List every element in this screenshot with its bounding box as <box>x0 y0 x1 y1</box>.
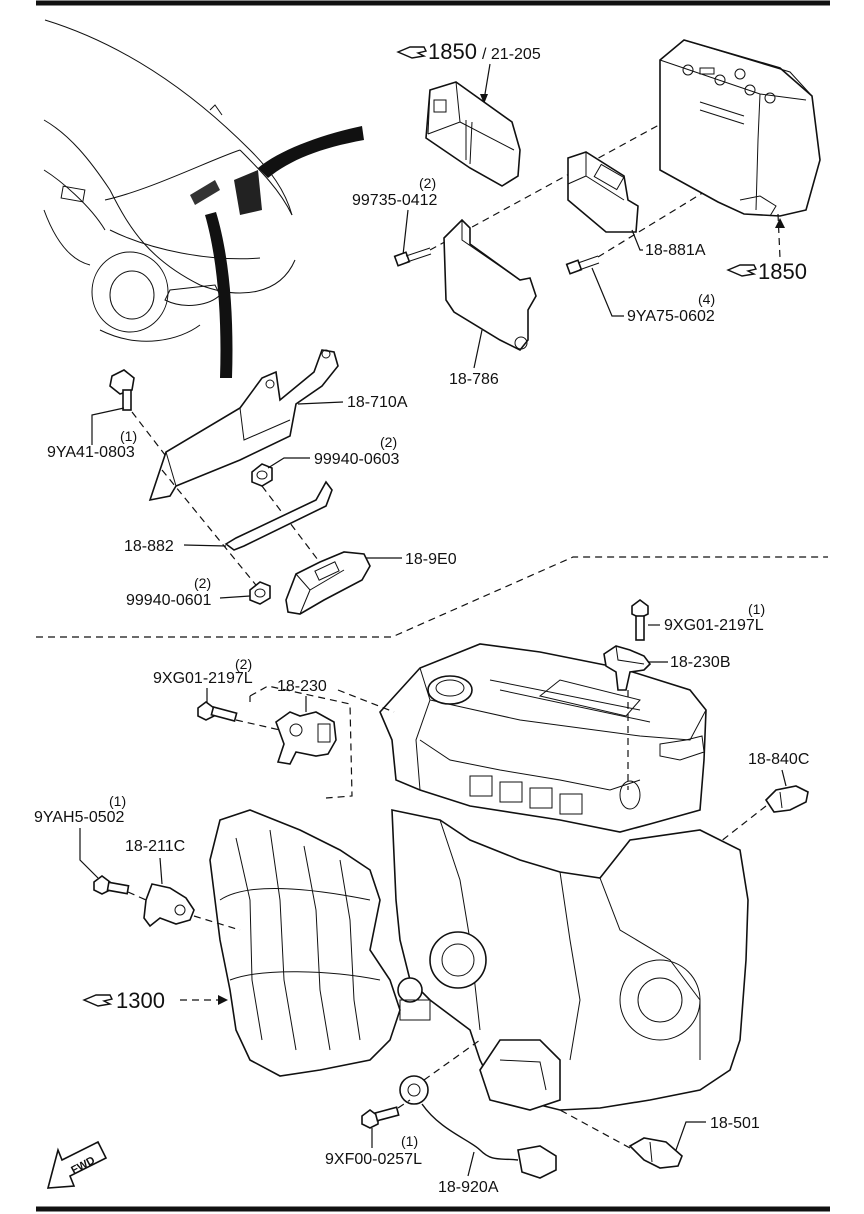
ref-1850-right[interactable]: 1850 <box>726 259 807 284</box>
fwd-arrow: FWD <box>46 1140 108 1189</box>
ref-1850-right-text: 1850 <box>758 259 807 284</box>
sensor-18-9E0 <box>285 551 371 615</box>
label-9YA75-0602: 9YA75-0602 <box>627 308 715 325</box>
label-18-710A: 18-710A <box>347 394 408 411</box>
vehicle-illustration <box>43 19 296 342</box>
ecu-bracket-18-786 <box>443 218 537 352</box>
label-9XG01-2197L-right: 9XG01-2197L <box>664 617 764 634</box>
label-18-786: 18-786 <box>449 371 499 388</box>
sensor-18-211C <box>143 883 195 928</box>
sensor-18-501 <box>628 1137 683 1169</box>
label-18-882: 18-882 <box>124 538 174 555</box>
bolt-9XF00 <box>361 1106 400 1129</box>
label-18-230: 18-230 <box>277 678 327 695</box>
callout-arrow-lower <box>205 212 233 378</box>
label-18-501: 18-501 <box>710 1115 760 1132</box>
label-18-211C: 18-211C <box>125 838 185 855</box>
pointing-hand-icon <box>82 994 114 1007</box>
bolt-9XG01-left <box>197 701 238 722</box>
bolt-9XG01-right <box>631 599 649 641</box>
module-18-881A <box>567 151 639 233</box>
label-99940-0601: 99940-0601 <box>126 592 212 609</box>
pointing-hand-icon <box>726 264 758 277</box>
label-99940-0603: 99940-0603 <box>314 451 400 468</box>
ref-1850-top-text: 1850 <box>428 39 477 64</box>
label-9XF00-0257L: 9XF00-0257L <box>325 1151 422 1168</box>
qty-9YA75: (4) <box>698 291 715 307</box>
ref-1300[interactable]: 1300 <box>82 988 165 1013</box>
nut-99940-0603 <box>251 463 273 487</box>
ref-1300-text: 1300 <box>116 988 165 1013</box>
label-18-9E0: 18-9E0 <box>405 551 457 568</box>
qty-99940-0601: (2) <box>194 575 211 591</box>
bolt-9YA75 <box>565 255 600 275</box>
callout-arrow-upper <box>258 126 364 178</box>
nut-99940-0601 <box>249 581 271 605</box>
qty-9YAH5: (1) <box>109 793 126 809</box>
bolt-9YAH5 <box>93 875 130 895</box>
bolt-9YA41 <box>109 369 135 411</box>
battery <box>659 39 821 217</box>
intake-manifold <box>209 809 487 1077</box>
label-9YA41-0803: 9YA41-0803 <box>47 444 135 461</box>
label-18-230B: 18-230B <box>670 654 731 671</box>
sensor-18-230 <box>275 711 337 765</box>
label-18-840C: 18-840C <box>748 751 809 768</box>
pointing-hand-icon <box>396 46 428 59</box>
bracket-18-710A <box>148 349 339 502</box>
engine-assembly <box>379 643 749 1111</box>
ref-21-205-text: / 21-205 <box>482 46 541 63</box>
label-18-881A: 18-881A <box>645 242 706 259</box>
sensor-18-230B <box>603 645 652 691</box>
sensor-18-840C <box>764 785 809 813</box>
knock-sensor-18-920A <box>399 1075 557 1179</box>
ecu-module-top <box>425 81 521 187</box>
qty-9YA41: (1) <box>120 428 137 444</box>
bolt-99735 <box>393 247 432 267</box>
label-9YAH5-0502: 9YAH5-0502 <box>34 809 125 826</box>
ref-1850-top[interactable]: 1850 / 21-205 <box>396 39 541 64</box>
label-9XG01-2197L-left: 9XG01-2197L <box>153 670 253 687</box>
qty-99735: (2) <box>419 175 436 191</box>
qty-99940-0603: (2) <box>380 434 397 450</box>
qty-9XG01-left: (2) <box>235 656 252 672</box>
label-99735-0412: 99735-0412 <box>352 192 438 209</box>
bracket-18-882 <box>224 480 333 551</box>
qty-9XG01-right: (1) <box>748 601 765 617</box>
label-18-920A: 18-920A <box>438 1179 499 1196</box>
qty-9XF00: (1) <box>401 1133 418 1149</box>
